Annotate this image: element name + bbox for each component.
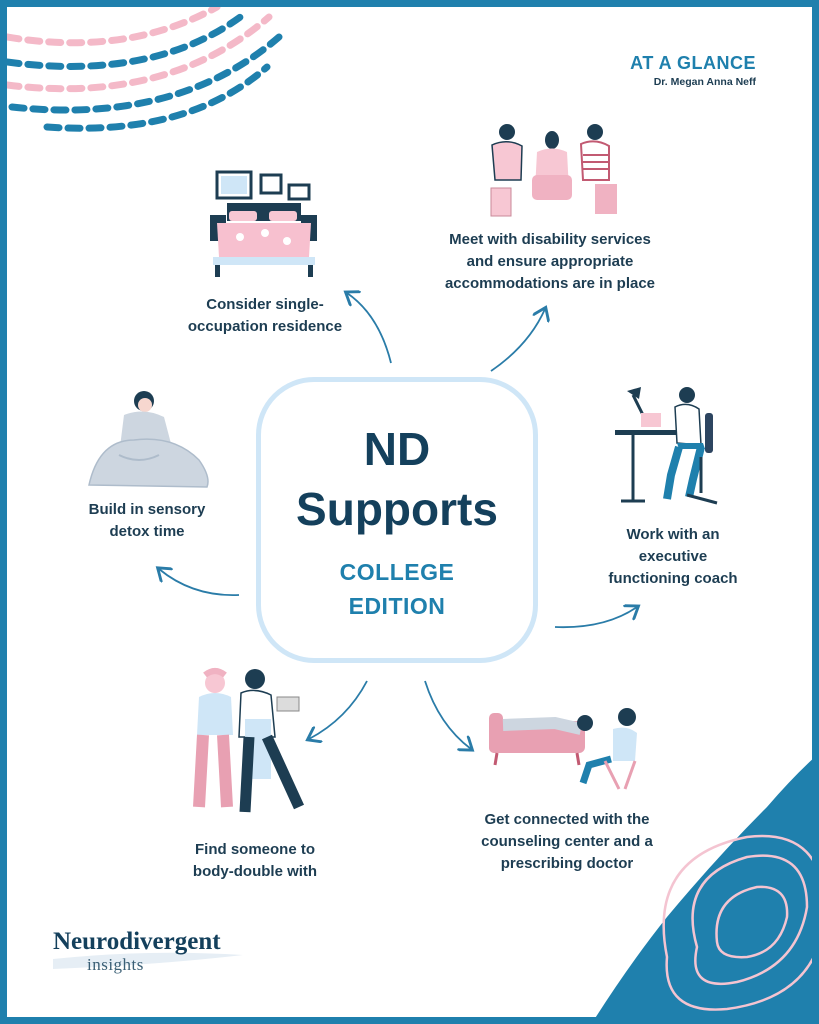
caption-residence-line1: Consider single- [206, 296, 324, 313]
caption-sensory-line1: Build in sensory [88, 501, 206, 518]
arrow-to-residence-icon [347, 293, 392, 364]
arrow-to-disability-icon [490, 309, 545, 372]
caption-residence: Consider single- occupation residence [175, 294, 355, 338]
arrow-to-body-double-icon [309, 680, 368, 739]
caption-coach: Work with an executive functioning coach [585, 524, 761, 590]
brand-brushstroke-icon [53, 952, 243, 969]
center-card: ND Supports COLLEGE EDITION [256, 377, 538, 663]
therapy-couch-illustration-icon [489, 708, 637, 790]
arrow-to-coach-icon [554, 607, 637, 629]
connector-arrows [7, 7, 819, 1024]
decorative-dashes-icon [7, 7, 283, 132]
blanket-person-illustration-icon [88, 391, 209, 488]
caption-coach-line3: functioning coach [608, 570, 738, 587]
bed-illustration-icon [210, 170, 317, 277]
caption-disability: Meet with disability services and ensure… [425, 229, 675, 295]
center-subtitle-line1: COLLEGE [339, 559, 455, 585]
caption-disability-line3: accommodations are in place [444, 275, 656, 292]
caption-coach-line2: executive [638, 548, 708, 565]
meeting-illustration-icon [490, 124, 617, 217]
center-subtitle-line2: EDITION [348, 593, 446, 619]
arrow-to-sensory-icon [159, 569, 240, 596]
caption-coach-line1: Work with an [626, 526, 720, 543]
caption-disability-line2: and ensure appropriate [466, 253, 634, 270]
caption-residence-line2: occupation residence [187, 318, 343, 335]
center-title-line2: Supports [296, 483, 498, 535]
caption-body-double-line1: Find someone to [195, 841, 315, 858]
caption-disability-line1: Meet with disability services [449, 231, 651, 248]
caption-counseling-line1: Get connected with the [484, 811, 650, 828]
caption-sensory-line2: detox time [109, 523, 185, 540]
arrow-to-counseling-icon [424, 680, 471, 749]
caption-counseling-line3: prescribing doctor [500, 855, 634, 872]
caption-counseling: Get connected with the counseling center… [447, 809, 687, 875]
header-title: AT A GLANCE [630, 53, 756, 73]
caption-sensory: Build in sensory detox time [67, 499, 227, 543]
header-author: Dr. Megan Anna Neff [653, 76, 756, 88]
desk-worker-illustration-icon [615, 387, 718, 505]
center-title-line1: ND [363, 423, 431, 475]
caption-body-double-line2: body-double with [192, 863, 318, 880]
brand-name: Neurodivergent [53, 928, 221, 955]
caption-body-double: Find someone to body-double with [167, 839, 343, 883]
brand-tagline: insights [87, 955, 144, 974]
caption-counseling-line2: counseling center and a [481, 833, 653, 850]
decorative-blob-icon [595, 759, 812, 1017]
two-people-illustration-icon [193, 668, 305, 813]
